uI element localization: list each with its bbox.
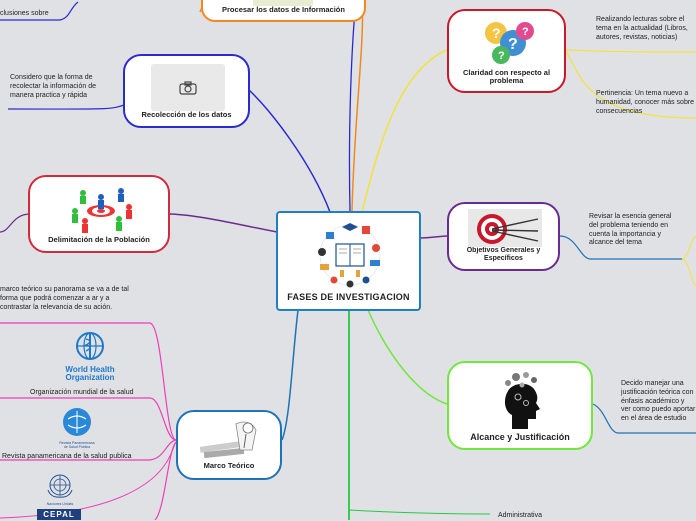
node-poblacion[interactable]: Delimitación de la Población [28,175,170,253]
node-marco[interactable]: Marco Teórico [176,410,282,480]
node-center[interactable]: FASES DE INVESTIGACION [276,211,421,311]
claridad-note-2: Pertinencia: Un tema nuevo a humanidad, … [596,90,695,115]
paho-line-1: Revista Panamericana [59,441,95,445]
head-gears-icon [498,369,544,431]
svg-text:?: ? [522,26,529,38]
camera-placeholder [151,64,225,111]
who-line-2: Organization [65,373,115,382]
un-logo: Naciones Unidas [40,472,80,506]
question-marks-icon: ? ? ? ? [485,22,534,64]
paho-logo: Revista Panamericana de Salud Pública [50,407,104,453]
target-people-icon [63,183,139,235]
edge-text-bottom: Administrativa [498,512,542,519]
node-claridad[interactable]: ? ? ? ? Claridad con respecto al problem… [447,9,566,93]
svg-text:?: ? [492,25,501,41]
node-alcance[interactable]: Alcance y Justificación [447,361,593,450]
node-recoleccion[interactable]: Recolección de los datos [123,54,250,128]
books-icon [199,421,257,459]
node-objetivos[interactable]: Objetivos Generales y Específicos [447,202,560,271]
node-procesar[interactable]: Procesar los datos de Información [201,0,366,22]
camera-icon [179,80,197,95]
paho-emblem-icon [63,408,91,436]
who-logo: World Health Organization [58,331,122,385]
target-arrows-icon [468,209,542,247]
education-icon [318,223,381,288]
who-emblem-icon [76,332,104,360]
paho-label: Revista panamericana de la salud publica [2,453,132,460]
procesar-image [253,0,313,6]
marco-label: Marco Teórico [203,461,255,471]
poblacion-label: Delimitación de la Población [48,235,150,245]
un-line-1: Naciones Unidas [46,502,74,506]
who-label: Organización mundial de la salud [30,389,134,396]
edge-text-top-left: clusiones sobre [0,10,49,17]
un-emblem-icon [47,474,73,498]
procesar-label: Procesar los datos de Información [222,5,345,15]
who-line-1: World Health [65,365,115,374]
claridad-label: Claridad con respecto al problema [462,67,551,86]
svg-text:?: ? [508,36,518,53]
paho-line-2: de Salud Pública [63,444,91,449]
claridad-note-1: Realizando lecturas sobre el tema en la … [596,16,688,41]
marco-note: marco teórico su panorama se va a de tal… [0,286,129,311]
objetivos-label: Objetivos Generales y Específicos [466,246,541,262]
objetivos-note: Revisar la esencia general del problema … [589,213,672,247]
cepal-logo: CEPAL [37,509,81,520]
recoleccion-label: Recolección de los datos [141,110,232,120]
alcance-note: Decido manejar una justificación teórica… [621,380,696,422]
svg-text:?: ? [498,50,505,62]
alcance-label: Alcance y Justificación [470,431,570,442]
center-label: FASES DE INVESTIGACION [287,291,410,302]
recoleccion-note: Considero que la forma de recolectar la … [10,74,96,99]
